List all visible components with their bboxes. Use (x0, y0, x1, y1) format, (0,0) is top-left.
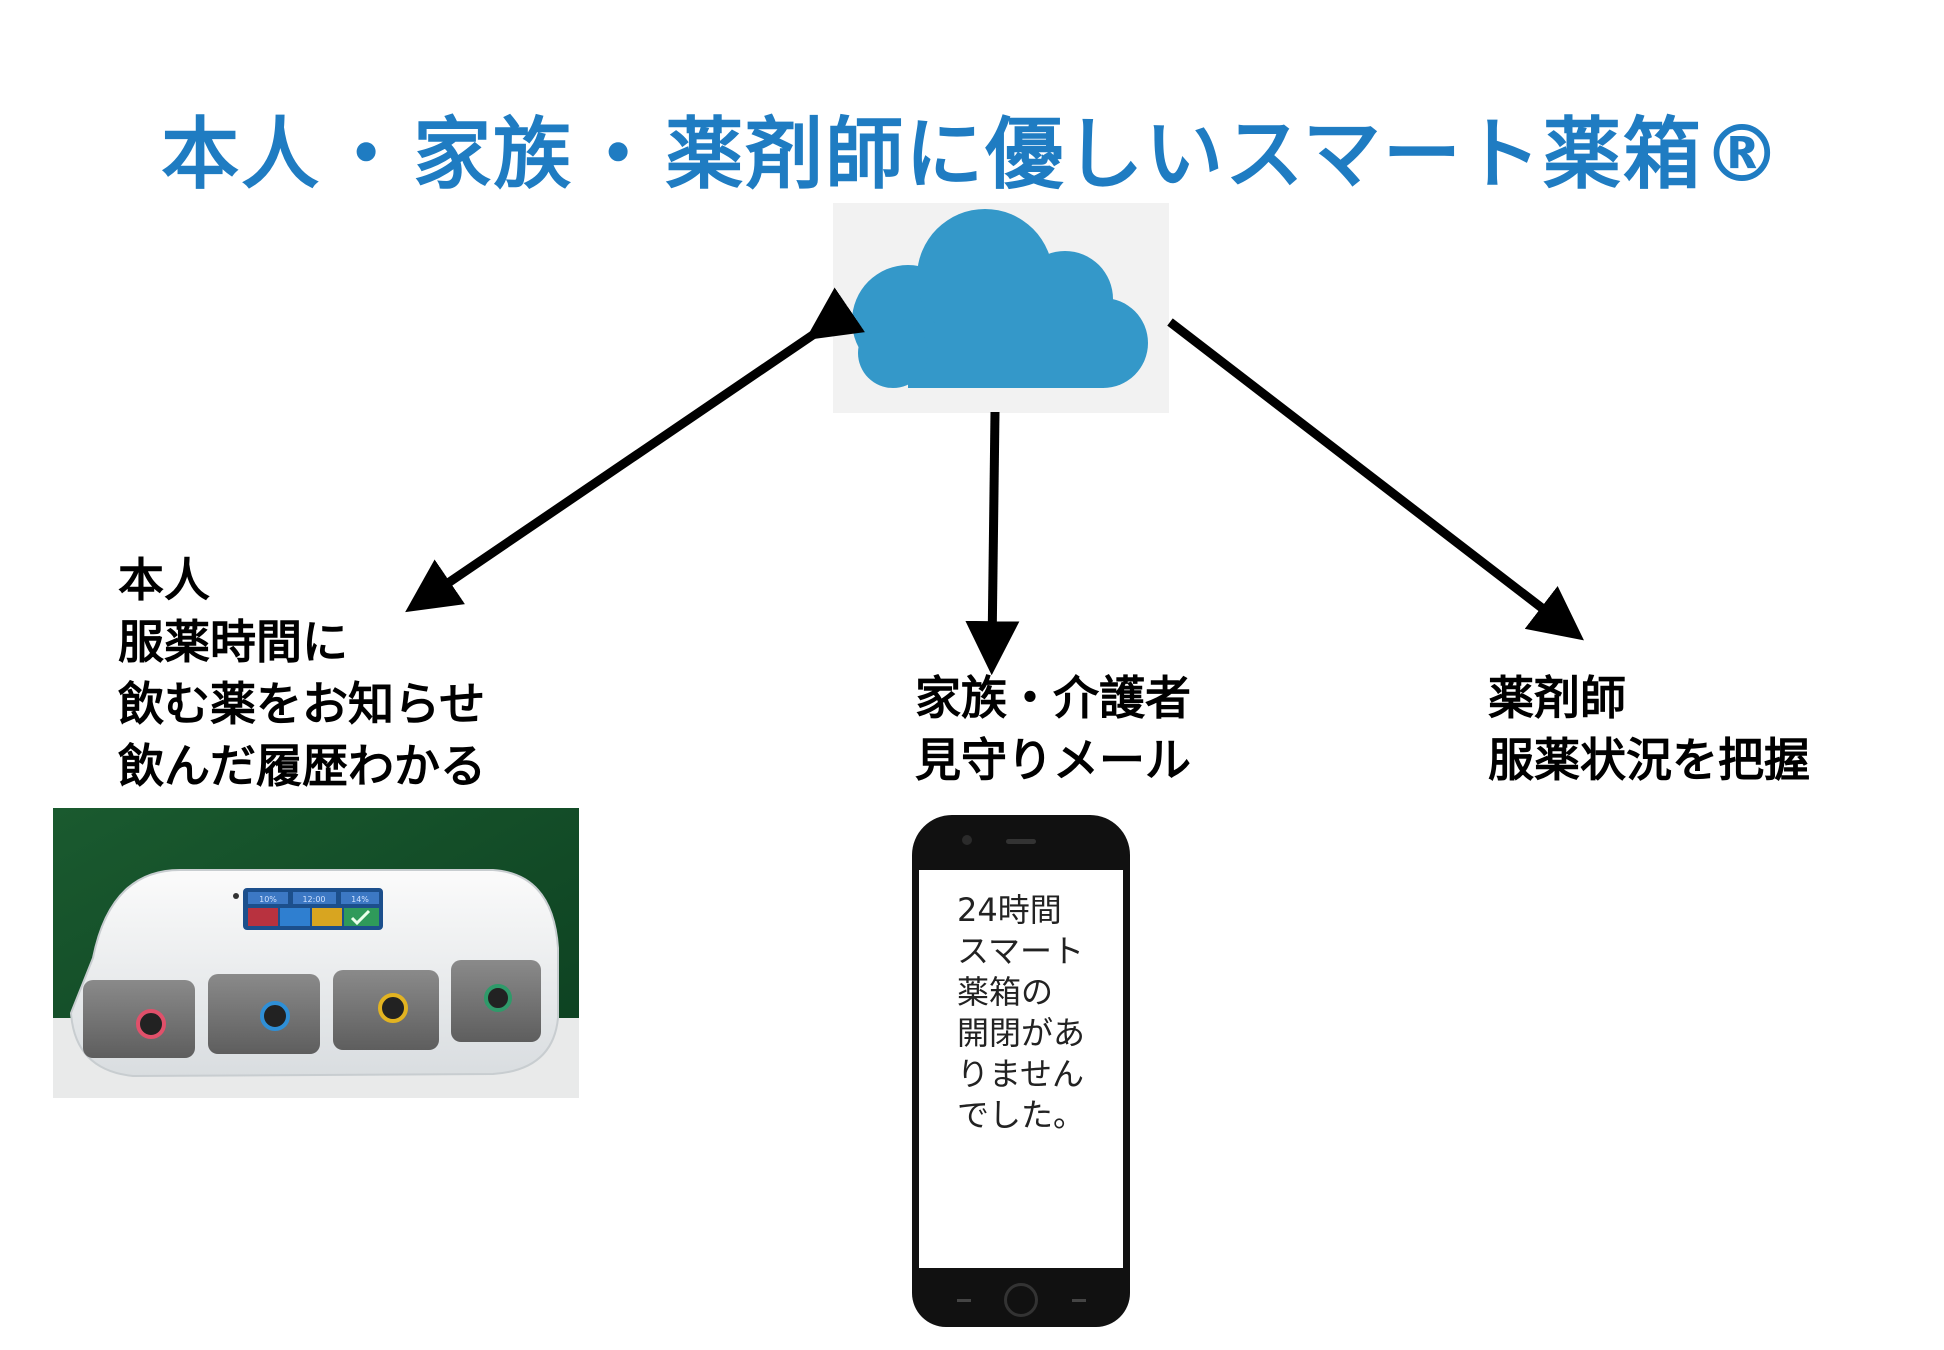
notification-message: 24時間 スマート 薬箱の 開閉があ りません でした。 (957, 890, 1119, 1136)
pharmacist-line: 服薬状況を把握 (1488, 733, 1810, 787)
phone-camera (962, 835, 972, 845)
title-part-pharmacist: 薬剤師に優しいスマート薬箱® (665, 110, 1783, 200)
message-line: 開閉があ (957, 1014, 1086, 1052)
page-title: 本人・家族・薬剤師に優しいスマート薬箱® (0, 92, 1944, 204)
title-separator: ・ (327, 110, 408, 200)
message-line: 24時間 (957, 891, 1062, 929)
smart-pill-box-photo: 10% 12:00 14% (53, 808, 579, 1098)
patient-line: 本人 (118, 553, 210, 607)
message-line: りません (957, 1055, 1085, 1093)
compartment-buttons (83, 960, 541, 1058)
cloud-panel (833, 203, 1169, 413)
message-line: でした。 (957, 1096, 1086, 1134)
message-line: スマート (957, 932, 1085, 970)
title-part-patient: 本人 (161, 110, 322, 200)
message-line: 薬箱の (957, 973, 1054, 1011)
smartphone-icon: 24時間 スマート 薬箱の 開閉があ りません でした。 (912, 815, 1130, 1327)
patient-line: 服薬時間に (118, 615, 348, 669)
cloud-icon (852, 209, 1148, 388)
pharmacist-label: 薬剤師 服薬状況を把握 (1488, 667, 1810, 791)
display-cell: 12:00 (302, 895, 325, 904)
arrow-cloud-family (965, 411, 1020, 676)
family-line: 家族・介護者 (915, 671, 1191, 725)
display-cell: 14% (351, 895, 369, 904)
patient-line: 飲んだ履歴わかる (118, 739, 486, 793)
patient-label: 本人 服薬時間に 飲む薬をお知らせ 飲んだ履歴わかる (118, 549, 486, 797)
family-line: 見守りメール (915, 733, 1191, 787)
patient-line: 飲む薬をお知らせ (118, 677, 486, 731)
title-separator: ・ (579, 110, 660, 200)
phone-screen: 24時間 スマート 薬箱の 開閉があ りません でした。 (919, 870, 1123, 1268)
family-label: 家族・介護者 見守りメール (915, 667, 1191, 791)
phone-home-button (1004, 1283, 1038, 1317)
display-cell: 10% (259, 895, 277, 904)
title-part-family: 家族 (413, 110, 574, 200)
arrow-cloud-patient (405, 287, 865, 613)
phone-speaker (1006, 839, 1036, 844)
arrow-cloud-pharmacist (1167, 318, 1584, 641)
pharmacist-line: 薬剤師 (1488, 671, 1626, 725)
phone-menu-key (1072, 1299, 1086, 1302)
phone-back-key (957, 1299, 971, 1302)
device-display: 10% 12:00 14% (233, 888, 383, 930)
